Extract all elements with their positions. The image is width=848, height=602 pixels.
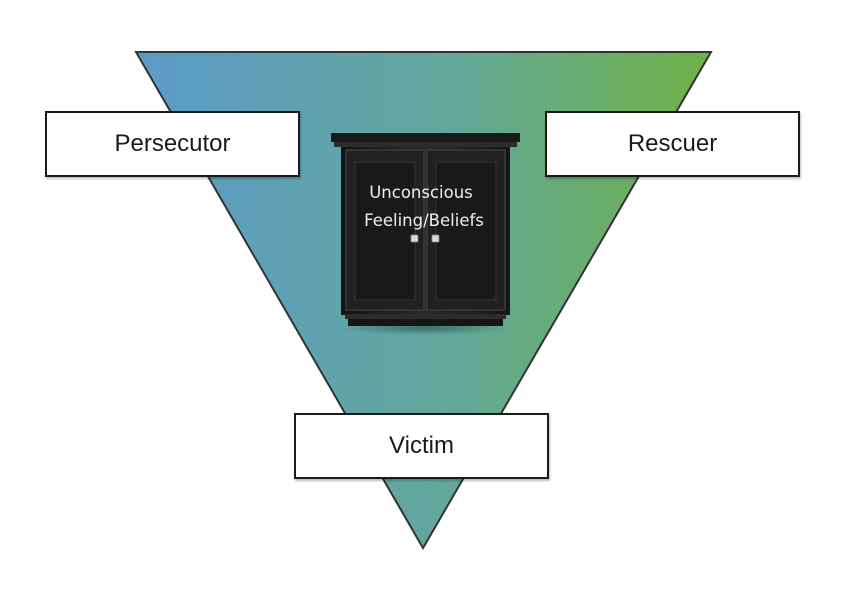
cabinet-label-line2: Feeling/Beliefs [364, 211, 484, 230]
persecutor-box: Persecutor [45, 111, 300, 177]
victim-label: Victim [389, 432, 454, 459]
victim-box: Victim [294, 413, 549, 479]
rescuer-box: Rescuer [545, 111, 800, 177]
cabinet-icon: Unconscious Feeling/Beliefs [331, 133, 520, 335]
rescuer-label: Rescuer [627, 130, 718, 157]
persecutor-label: Persecutor [114, 130, 231, 157]
cabinet-label-line1: Unconscious [369, 183, 473, 202]
